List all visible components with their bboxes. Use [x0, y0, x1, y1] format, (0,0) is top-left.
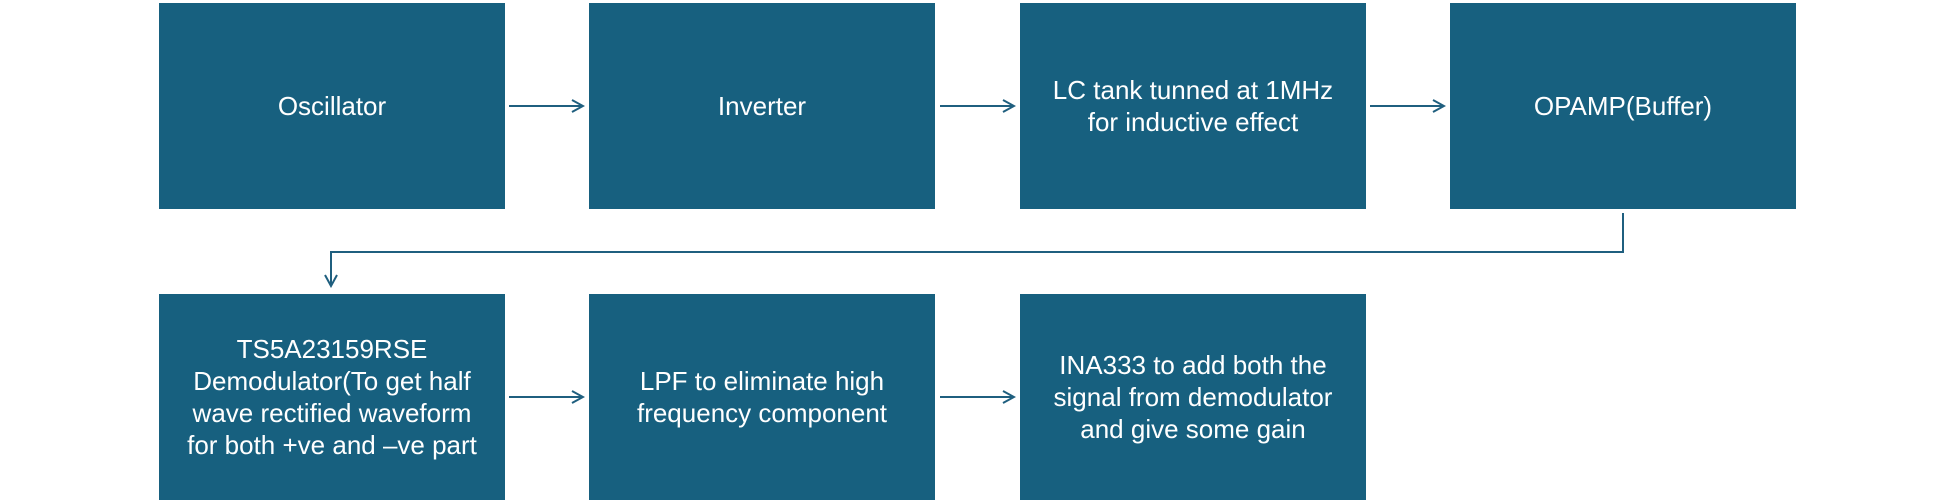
inverter-label: Inverter [717, 91, 807, 121]
ina333-label: INA333 to add both the signal from demod… [1053, 350, 1333, 444]
opamp-buffer-block: OPAMP(Buffer) [1450, 3, 1796, 209]
oscillator-label: Oscillator [277, 91, 387, 121]
lc-tank-label: LC tank tunned at 1MHz for inductive eff… [1052, 75, 1334, 137]
lc-tank-block: LC tank tunned at 1MHz for inductive eff… [1020, 3, 1366, 209]
demodulator-label: TS5A23159RSE Demodulator(To get half wav… [187, 334, 477, 460]
demodulator-block: TS5A23159RSE Demodulator(To get half wav… [159, 294, 505, 500]
oscillator-block: Oscillator [159, 3, 505, 209]
lpf-label: LPF to eliminate high frequency componen… [636, 366, 888, 428]
opamp-buffer-label: OPAMP(Buffer) [1533, 91, 1713, 121]
inverter-block: Inverter [589, 3, 935, 209]
lpf-block: LPF to eliminate high frequency componen… [589, 294, 935, 500]
ina333-block: INA333 to add both the signal from demod… [1020, 294, 1366, 500]
arrow-opamp-to-demodulator [331, 213, 1624, 286]
